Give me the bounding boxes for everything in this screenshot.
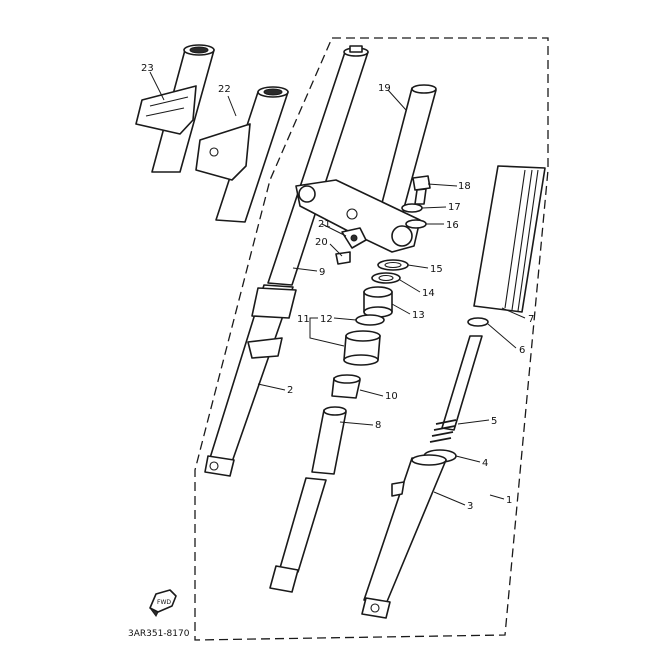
callout-7: 7 [528, 314, 534, 325]
part-7-tube-cover [473, 165, 546, 313]
callout-2: 2 [287, 385, 293, 396]
part-5-spring [429, 419, 457, 443]
part-10-bushing [331, 374, 361, 399]
leader-lines [149, 71, 526, 506]
callout-16: 16 [446, 220, 459, 231]
part-11-bushing [343, 330, 381, 366]
callout-10: 10 [385, 391, 398, 402]
callout-18: 18 [458, 181, 471, 192]
part-8-damper-rod [269, 406, 347, 593]
part-6-spacer [441, 317, 489, 431]
part-22-handlebar-bracket [195, 86, 289, 223]
part-2-outer-tube [204, 284, 297, 477]
part-16-washer [405, 219, 427, 229]
callout-1: 1 [506, 495, 512, 506]
part-9-inner-tube [267, 45, 369, 286]
part-20-bolt [335, 251, 351, 265]
callout-20: 20 [315, 237, 328, 248]
part-13-collar [363, 286, 393, 318]
callout-14: 14 [422, 288, 435, 299]
callout-12: 12 [320, 314, 333, 325]
part-21-clamp [341, 227, 367, 249]
callout-11: 11 [297, 314, 310, 325]
part-3-outer-tube [361, 454, 447, 619]
fwd-arrow-icon: FWD [149, 589, 177, 617]
callout-19: 19 [378, 83, 391, 94]
callout-17: 17 [448, 202, 461, 213]
assembly-boundary [194, 37, 549, 641]
callout-21: 21 [318, 219, 331, 230]
callout-9: 9 [319, 267, 325, 278]
callout-22: 22 [218, 84, 231, 95]
part-12-washer [355, 314, 385, 326]
part-23-handlebar-bracket [135, 44, 215, 173]
part-18-bolt [412, 175, 431, 205]
part-14-seal [371, 272, 401, 284]
callout-labels: 23 22 19 18 17 16 21 20 15 14 13 9 2 11 … [141, 63, 534, 512]
callout-23: 23 [141, 63, 154, 74]
steering-crown [295, 179, 421, 253]
callout-4: 4 [482, 458, 488, 469]
callout-3: 3 [467, 501, 473, 512]
part-15-seal [377, 259, 409, 271]
callout-6: 6 [519, 345, 525, 356]
drawing-code: 3AR351-8170 [128, 629, 190, 639]
callout-13: 13 [412, 310, 425, 321]
callout-5: 5 [491, 416, 497, 427]
callout-8: 8 [375, 420, 381, 431]
callout-15: 15 [430, 264, 443, 275]
fwd-label: FWD [157, 599, 171, 606]
part-17-washer [401, 203, 423, 213]
